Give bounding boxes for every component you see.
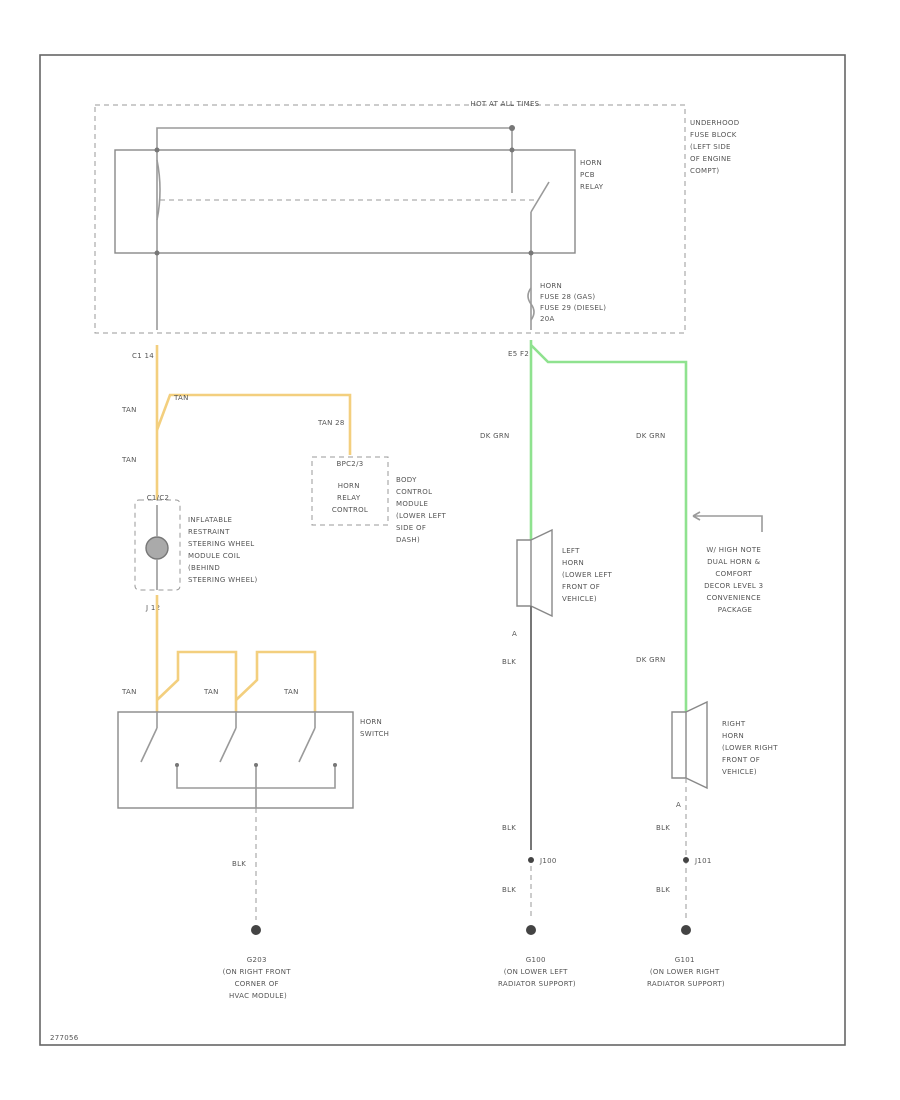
tan-switch-label-3: TAN xyxy=(283,688,299,696)
right-horn-label: RIGHT HORN (LOWER RIGHT FRONT OF VEHICLE… xyxy=(722,720,780,776)
horn-relay-label: HORN PCB RELAY xyxy=(580,159,605,191)
coil-connector-label: C1/C2 xyxy=(147,494,170,502)
bcm-outline xyxy=(311,456,389,526)
horn-relay-box xyxy=(114,149,576,254)
blk-right-label-1: BLK xyxy=(656,824,670,832)
j100-splice xyxy=(528,857,534,863)
switch-contact-1 xyxy=(140,712,158,763)
switch-contact-3 xyxy=(298,712,316,763)
body-control-module-label: BODY CONTROL MODULE (LOWER LEFT SIDE OF … xyxy=(396,476,449,544)
relay-terminal-3 xyxy=(509,147,515,153)
tan-label-3: TAN xyxy=(121,456,137,464)
switch-ground-bus xyxy=(176,765,336,808)
dk-grn-label-2: DK GRN xyxy=(636,432,666,440)
steering-coil-symbol xyxy=(145,536,169,560)
steering-coil-outline xyxy=(134,499,181,591)
j100-label: J100 xyxy=(539,857,557,865)
hot-bus-splice xyxy=(509,125,515,131)
e5-f2-label: E5 F2 xyxy=(508,350,529,358)
underhood-fuse-block-outline xyxy=(94,104,686,334)
tan-switch-label-2: TAN xyxy=(203,688,219,696)
dk-grn-label-1: DK GRN xyxy=(480,432,510,440)
option-note-arrow xyxy=(692,511,701,521)
relay-contact xyxy=(511,181,550,330)
relay-terminal-1 xyxy=(154,147,160,153)
tan-wire-switch-loop-2 xyxy=(235,650,317,712)
figure-id-label: 277056 xyxy=(50,1034,79,1042)
g203-ground xyxy=(251,925,261,935)
g101-label: G101 (ON LOWER RIGHT RADIATOR SUPPORT) xyxy=(647,956,725,988)
blk-left-label-1: BLK xyxy=(502,658,516,666)
horn-fuse-symbol xyxy=(527,287,535,321)
relay-terminal-2 xyxy=(154,250,160,256)
blk-right-label-2: BLK xyxy=(656,886,670,894)
j101-splice xyxy=(683,857,689,863)
relay-feed-wire xyxy=(156,127,513,330)
g100-ground xyxy=(526,925,536,935)
switch-terminal-b xyxy=(254,763,258,767)
blk-left-label-3: BLK xyxy=(502,886,516,894)
tan-label-1: TAN xyxy=(121,406,137,414)
dual-horn-note-label: W/ HIGH NOTE DUAL HORN & COMFORT DECOR L… xyxy=(704,546,766,614)
left-horn-label: LEFT HORN (LOWER LEFT FRONT OF VEHICLE) xyxy=(562,547,615,603)
tan-label-2: TAN xyxy=(173,394,189,402)
blk-switch-label: BLK xyxy=(232,860,246,868)
tan-28-label: TAN 28 xyxy=(317,419,345,427)
tan-switch-label-1: TAN xyxy=(121,688,137,696)
j-12-label: J 12 xyxy=(145,604,160,612)
tan-wire-main xyxy=(155,345,352,455)
g101-ground xyxy=(681,925,691,935)
a-left-label: A xyxy=(512,630,517,638)
hot-at-all-times-label: HOT AT ALL TIMES xyxy=(471,100,540,108)
bcm-connector-label: BPC2/3 xyxy=(337,460,364,468)
horn-fuse-label: HORN FUSE 28 (GAS) FUSE 29 (DIESEL) 20A xyxy=(540,282,609,323)
blk-left-label-2: BLK xyxy=(502,824,516,832)
horn-relay-control-label: HORN RELAY CONTROL xyxy=(332,482,368,514)
diagram-frame xyxy=(39,54,846,1046)
option-note-leader xyxy=(693,515,763,532)
relay-coil xyxy=(156,159,161,221)
horn-switch-label: HORN SWITCH xyxy=(360,718,389,738)
left-horn-symbol xyxy=(516,528,553,618)
relay-terminal-4 xyxy=(528,250,534,256)
underhood-fuse-block-label: UNDERHOOD FUSE BLOCK (LEFT SIDE OF ENGIN… xyxy=(690,119,742,175)
inflatable-restraint-label: INFLATABLE RESTRAINT STEERING WHEEL MODU… xyxy=(188,516,258,584)
switch-terminal-a xyxy=(175,763,179,767)
j101-label: J101 xyxy=(694,857,712,865)
dk-grn-label-3: DK GRN xyxy=(636,656,666,664)
switch-contact-2 xyxy=(219,712,237,763)
right-horn-symbol xyxy=(671,700,708,790)
g203-label: G203 (ON RIGHT FRONT CORNER OF HVAC MODU… xyxy=(223,956,294,1000)
g100-label: G100 (ON LOWER LEFT RADIATOR SUPPORT) xyxy=(498,956,576,988)
tan-wire-switch-loop-1 xyxy=(156,650,238,712)
c1-14-label: C1 14 xyxy=(132,352,154,360)
a-right-label: A xyxy=(676,801,681,809)
dk-grn-wire-right xyxy=(530,344,688,712)
switch-terminal-c xyxy=(333,763,337,767)
